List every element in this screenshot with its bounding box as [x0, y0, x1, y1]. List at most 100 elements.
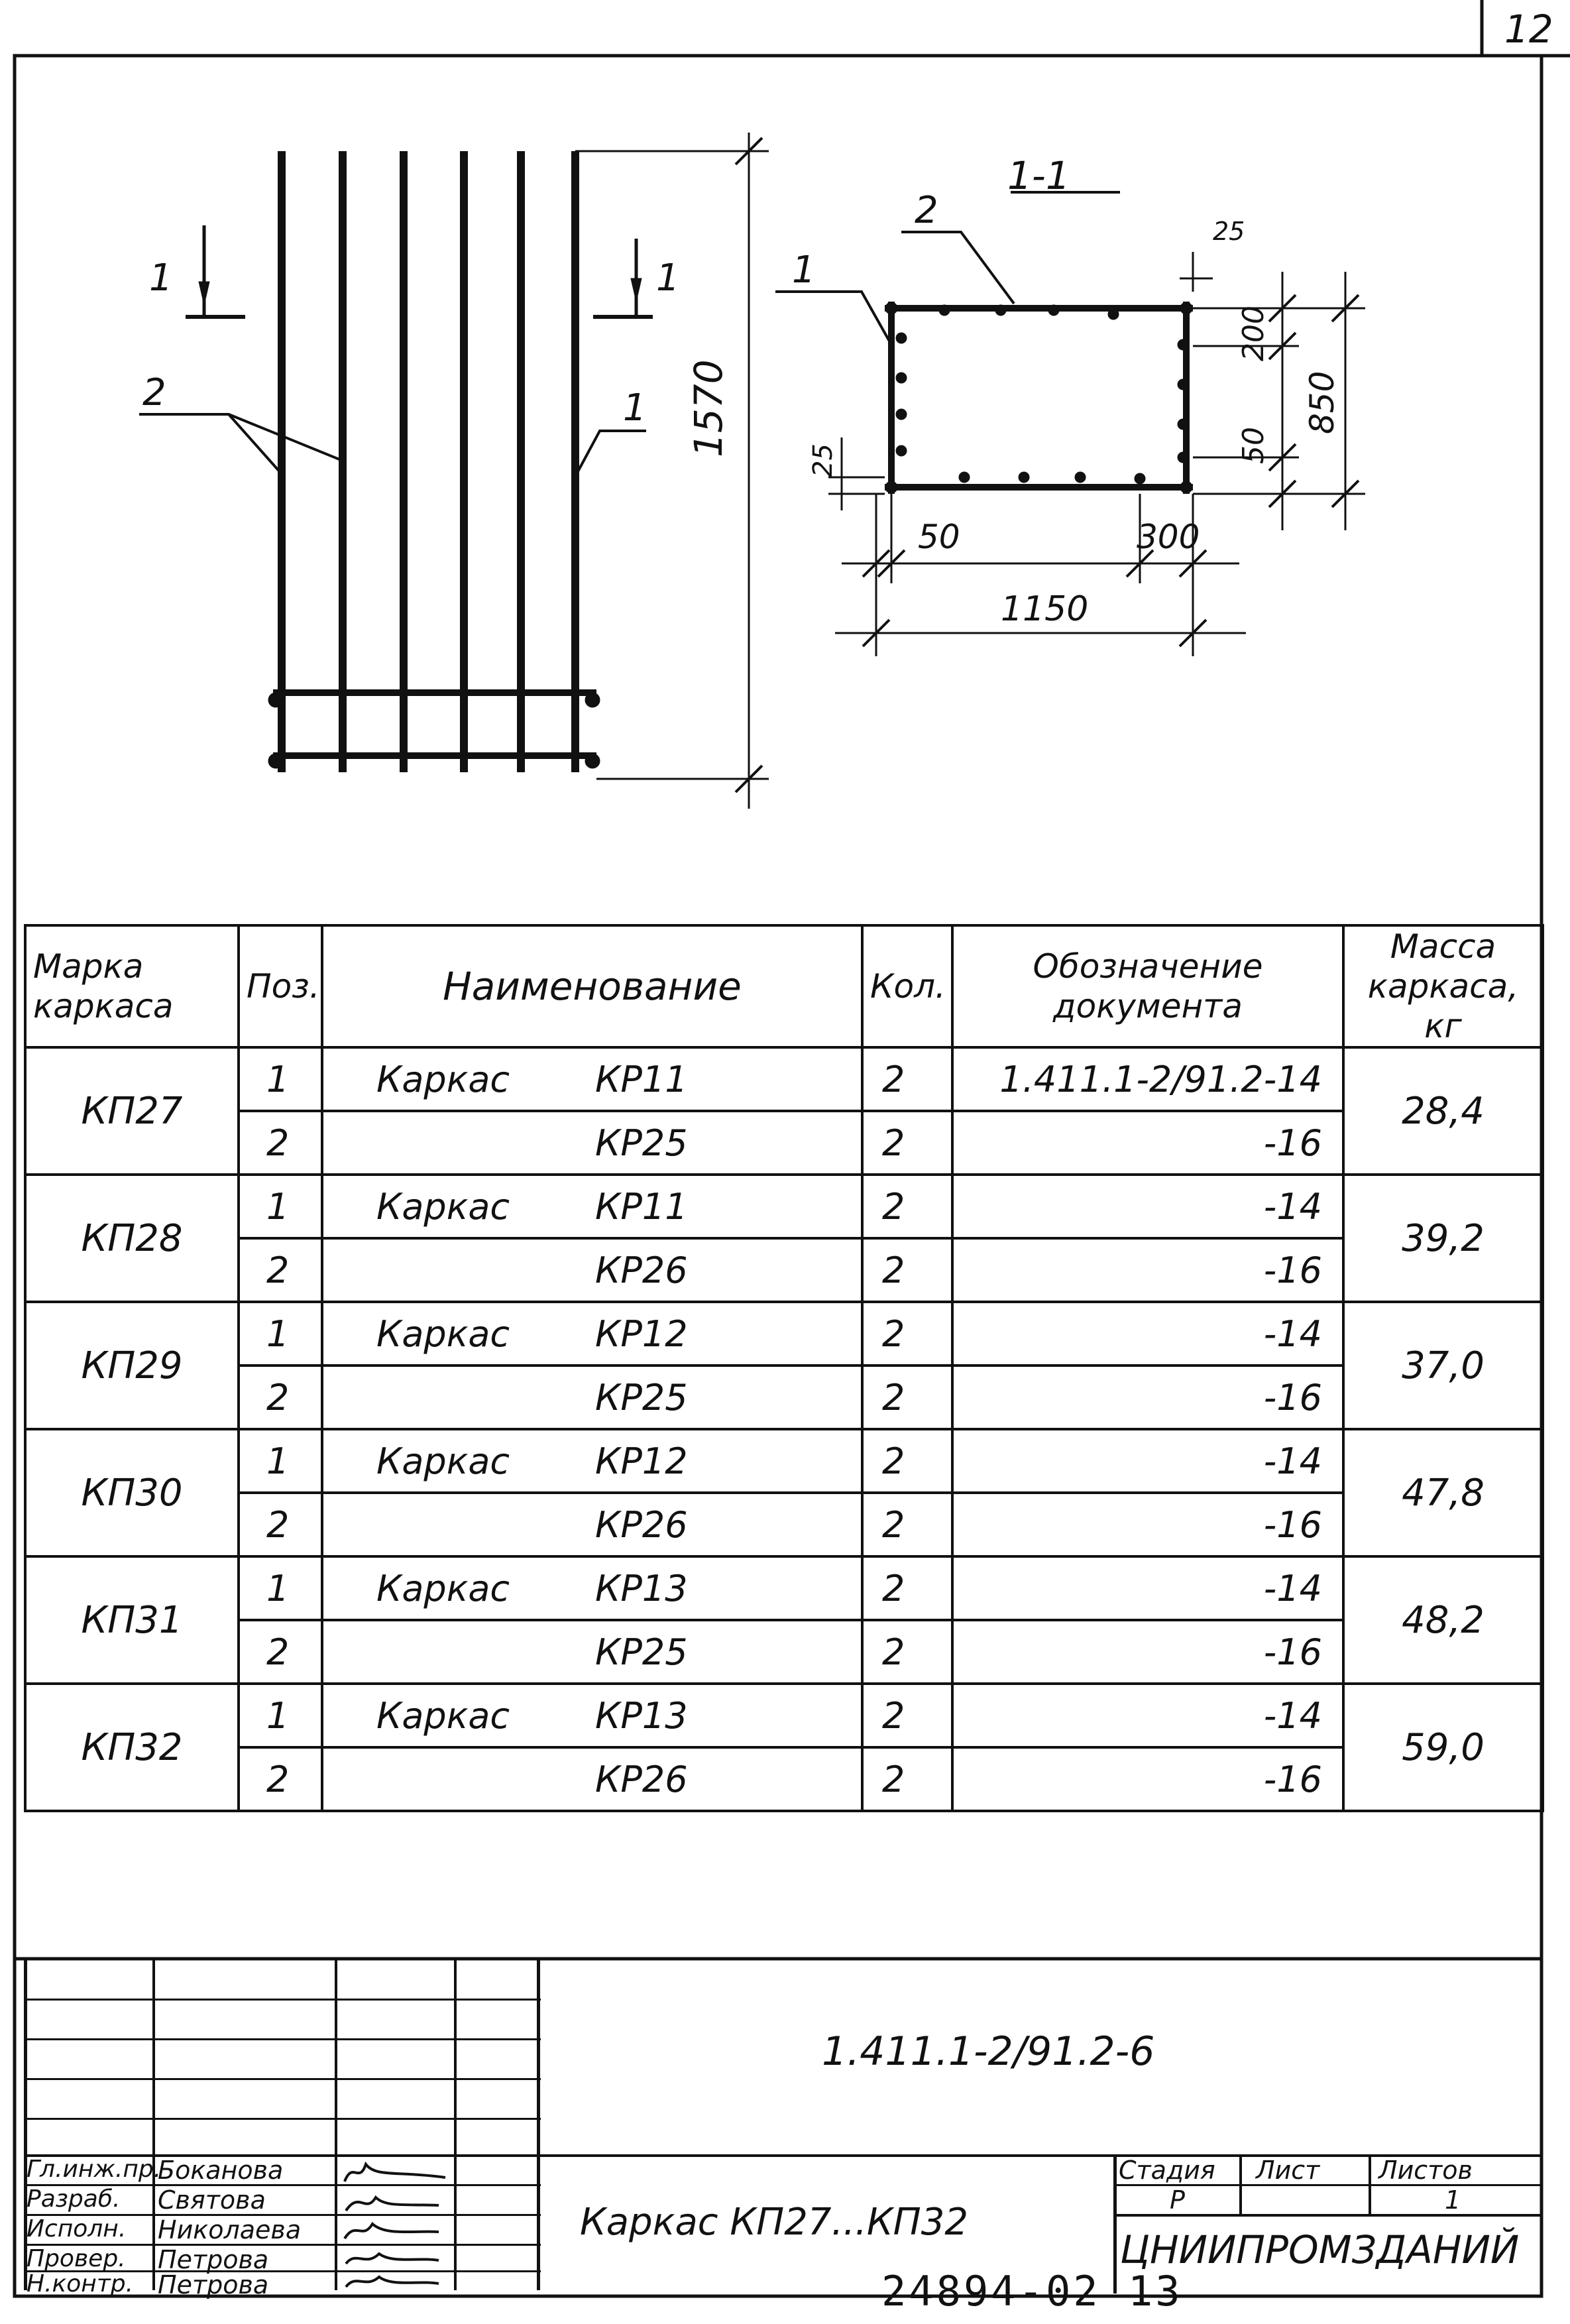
- position-2-label: 2: [142, 371, 166, 414]
- item-name: КР25: [321, 1364, 864, 1430]
- frame-mass: 47,8: [1342, 1428, 1544, 1558]
- item-code: КР13: [595, 1694, 688, 1737]
- header-mass: Масса каркаса, кг: [1342, 924, 1544, 1049]
- quantity: 2: [861, 1619, 954, 1685]
- stage-label: Стадия: [1119, 2156, 1215, 2185]
- item-name: КР25: [321, 1110, 864, 1176]
- position-number: 2: [237, 1237, 323, 1303]
- item-type: Каркас: [376, 1694, 510, 1737]
- signatory-role: Разраб.: [27, 2185, 121, 2213]
- document-reference: -16: [951, 1491, 1345, 1558]
- frame-mass: 39,2: [1342, 1173, 1544, 1303]
- item-name: Каркас КР11: [321, 1173, 864, 1240]
- item-code: КР26: [595, 1249, 688, 1291]
- quantity: 2: [861, 1173, 954, 1240]
- position-number: 1: [237, 1046, 323, 1112]
- cut-label-left: 1: [149, 257, 173, 300]
- item-type: Каркас: [376, 1058, 510, 1100]
- header-name: Наименование: [321, 924, 864, 1049]
- position-number: 2: [237, 1619, 323, 1685]
- quantity: 2: [861, 1301, 954, 1367]
- dimension-50-right: 50: [1237, 427, 1270, 464]
- position-number: 2: [237, 1364, 323, 1430]
- cut-label-right: 1: [656, 257, 680, 300]
- dimension-25-top: 25: [1213, 217, 1245, 246]
- position-number: 2: [237, 1491, 323, 1558]
- specification-table: Марка каркаса Поз. Наименование Кол. Обо…: [24, 924, 1544, 1812]
- item-code: КР26: [595, 1503, 688, 1546]
- position-number: 1: [237, 1173, 323, 1240]
- item-type: Каркас: [376, 1312, 510, 1355]
- dimension-1150: 1150: [1001, 589, 1089, 629]
- quantity: 2: [861, 1746, 954, 1812]
- document-reference: -16: [951, 1619, 1345, 1685]
- document-reference: -14: [951, 1301, 1345, 1367]
- section-view: [775, 191, 1365, 656]
- document-reference: 1.411.1-2/91.2-14: [951, 1046, 1345, 1112]
- dimension-25-left: 25: [808, 443, 838, 477]
- signatory-name: Николаева: [158, 2215, 302, 2244]
- position-number: 1: [237, 1301, 323, 1367]
- quantity: 2: [861, 1364, 954, 1430]
- document-reference: -16: [951, 1746, 1345, 1812]
- sheet-label: Лист: [1256, 2156, 1320, 2185]
- signatory-name: Петрова: [158, 2270, 269, 2299]
- frame-mark: КП32: [24, 1682, 240, 1812]
- section-position-2-label: 2: [915, 189, 938, 232]
- stage-value: Р: [1170, 2185, 1185, 2215]
- item-name: КР25: [321, 1619, 864, 1685]
- document-reference: -16: [951, 1110, 1345, 1176]
- sheet-number: 12: [1504, 7, 1553, 52]
- dimension-300: 300: [1137, 518, 1200, 556]
- frame-mark: КП31: [24, 1555, 240, 1685]
- frame-mark: КП30: [24, 1428, 240, 1558]
- item-code: КР13: [595, 1567, 688, 1609]
- dimension-850: 850: [1303, 371, 1341, 434]
- item-name: КР26: [321, 1237, 864, 1303]
- dimension-200: 200: [1237, 306, 1270, 361]
- item-code: КР25: [595, 1376, 688, 1419]
- document-reference: -16: [951, 1237, 1345, 1303]
- quantity: 2: [861, 1682, 954, 1749]
- item-name: КР26: [321, 1491, 864, 1558]
- dimension-50-bottom: 50: [918, 518, 960, 556]
- quantity: 2: [861, 1237, 954, 1303]
- dimension-1570: 1570: [686, 359, 731, 457]
- signatory-name: Святова: [158, 2185, 266, 2215]
- document-reference: -14: [951, 1682, 1345, 1749]
- signatures-image: [343, 2161, 446, 2288]
- item-type: Каркас: [376, 1185, 510, 1228]
- position-number: 2: [237, 1746, 323, 1812]
- header-quantity: Кол.: [861, 924, 954, 1049]
- document-reference: -14: [951, 1428, 1345, 1494]
- archive-code: 24894-02 13: [881, 2267, 1183, 2315]
- position-1-label: 1: [623, 386, 647, 430]
- sheets-value: 1: [1445, 2185, 1461, 2215]
- position-number: 2: [237, 1110, 323, 1176]
- frame-mass: 28,4: [1342, 1046, 1544, 1176]
- item-code: КР11: [595, 1185, 688, 1228]
- signatory-role: Исполн.: [27, 2215, 127, 2242]
- frame-mark: КП27: [24, 1046, 240, 1176]
- frame-mark: КП28: [24, 1173, 240, 1303]
- item-type: Каркас: [376, 1440, 510, 1482]
- frame-mass: 48,2: [1342, 1555, 1544, 1685]
- table-header-row: Марка каркаса Поз. Наименование Кол. Обо…: [24, 924, 1544, 1049]
- item-name: КР26: [321, 1746, 864, 1812]
- item-name: Каркас КР13: [321, 1682, 864, 1749]
- item-code: КР12: [595, 1440, 688, 1482]
